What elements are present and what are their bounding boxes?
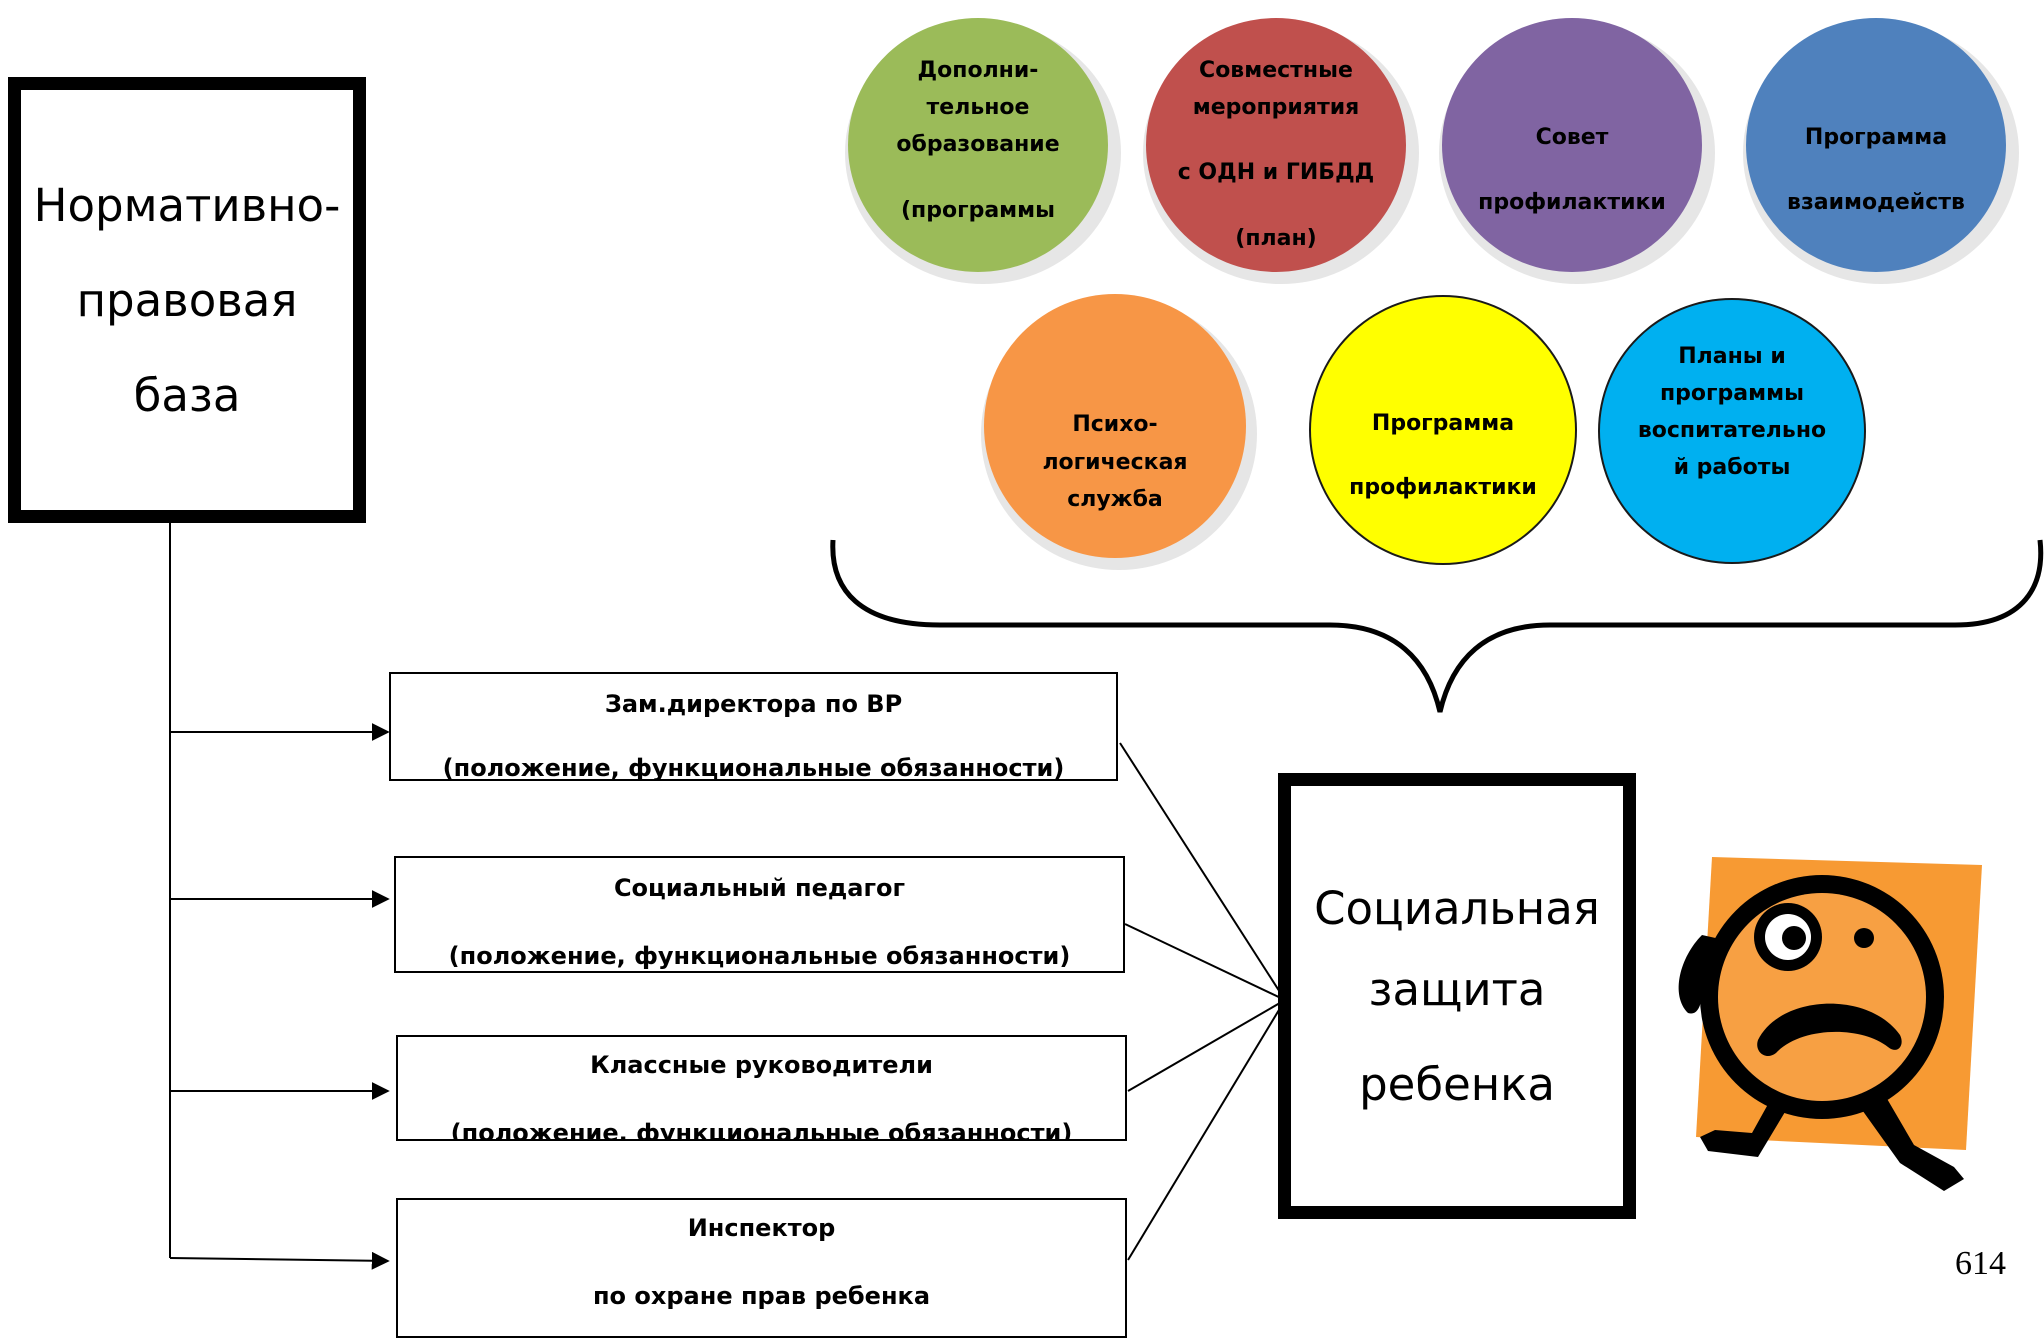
- legal-base-box: Нормативно- правовая база: [8, 77, 366, 523]
- circle-line: Планы и: [1678, 344, 1786, 369]
- role-box-inspector: Инспектор по охране прав ребенка: [396, 1198, 1127, 1338]
- role-subtitle: (положение, функциональные обязанности): [450, 1119, 1073, 1141]
- role-title: Классные руководители: [590, 1051, 933, 1079]
- converging-connectors: [1119, 742, 1286, 1261]
- circle-line: тельное: [926, 95, 1030, 120]
- circle-interaction-program: Программа взаимодейств: [1746, 18, 2006, 272]
- circle-line: Программа: [1371, 411, 1515, 436]
- circle-line: профилактики: [1478, 190, 1666, 215]
- role-box-social-pedagogue: Социальный педагог (положение, функциона…: [394, 856, 1125, 973]
- child-protection-line-1: Социальная: [1314, 881, 1600, 935]
- circle-line: Дополни-: [917, 58, 1039, 83]
- circle-psychological-service: Психо- логическая служба: [984, 294, 1246, 558]
- circle-line: образование: [896, 132, 1060, 157]
- role-subtitle: (положение, функциональные обязанности): [448, 942, 1071, 970]
- circle-line: (программы: [900, 198, 1056, 223]
- circle-line: Программа: [1804, 125, 1948, 150]
- circle-line: (план): [1235, 226, 1317, 251]
- child-protection-line-2: защита: [1368, 962, 1546, 1016]
- role-subtitle: по охране прав ребенка: [592, 1282, 931, 1310]
- legal-base-line-2: правовая: [76, 273, 298, 327]
- sad-face-character-icon: [1678, 857, 1982, 1191]
- circle-line: служба: [1067, 487, 1163, 512]
- circle-line: с ОДН и ГИБДД: [1177, 160, 1375, 185]
- circle-education-plans: Планы и программы воспитательно й работы: [1598, 298, 1866, 564]
- circle-line: взаимодейств: [1787, 190, 1965, 215]
- circle-line: Совет: [1535, 125, 1609, 150]
- role-box-deputy-director: Зам.директора по ВР (положение, функцион…: [389, 672, 1118, 781]
- circle-line: профилактики: [1349, 475, 1537, 500]
- role-box-class-teachers: Классные руководители (положение, функци…: [396, 1035, 1127, 1141]
- tree-connector: [169, 522, 390, 1270]
- circle-line: й работы: [1673, 455, 1791, 480]
- circle-prevention-program: Программа профилактики: [1309, 295, 1577, 565]
- role-title: Зам.директора по ВР: [604, 690, 903, 718]
- circle-joint-events: Совместные мероприятия с ОДН и ГИБДД (пл…: [1146, 18, 1406, 272]
- circle-line: Психо-: [1072, 412, 1158, 437]
- circle-line: программы: [1659, 381, 1804, 406]
- child-protection-line-3: ребенка: [1359, 1057, 1555, 1111]
- circle-line: логическая: [1042, 450, 1188, 475]
- legal-base-line-3: база: [133, 368, 241, 422]
- role-subtitle: (положение, функциональные обязанности): [442, 754, 1065, 781]
- circle-line: мероприятия: [1192, 95, 1360, 120]
- role-title: Инспектор: [687, 1214, 836, 1242]
- circle-prevention-council: Совет профилактики: [1442, 18, 1702, 272]
- legal-base-line-1: Нормативно-: [33, 178, 341, 232]
- circle-line: воспитательно: [1637, 418, 1827, 443]
- circle-line: Совместные: [1199, 58, 1353, 83]
- curly-brace: [830, 539, 2044, 713]
- child-protection-box: Социальная защита ребенка: [1278, 773, 1636, 1219]
- circle-extra-education: Дополни- тельное образование (программы: [848, 18, 1108, 272]
- role-title: Социальный педагог: [613, 874, 906, 902]
- page-number: 614: [1955, 1245, 2006, 1282]
